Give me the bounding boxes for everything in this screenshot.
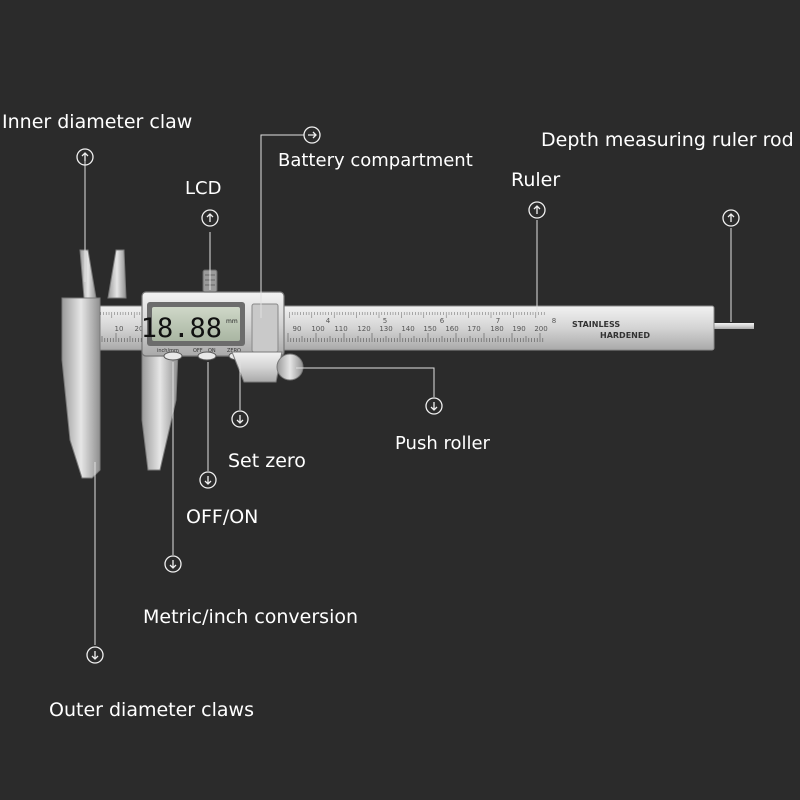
ruler-mm-label: 90: [293, 325, 302, 333]
push-roller[interactable]: [276, 353, 304, 381]
label-off-on: OFF/ON: [186, 506, 259, 528]
ruler-mm-label: 190: [512, 325, 525, 333]
engraving-hardened: HARDENED: [600, 331, 650, 340]
inch-mm-button[interactable]: [163, 351, 183, 361]
ruler-mm-label: 150: [423, 325, 436, 333]
leader-lines: [84, 134, 732, 645]
label-inner-diameter-claw: Inner diameter claw: [2, 111, 193, 133]
arrow-circle-icon: [425, 397, 443, 415]
button-label-off: OFF: [193, 348, 203, 354]
fixed-jaw: [61, 249, 101, 479]
ruler-mm-label: 100: [311, 325, 324, 333]
off-on-button[interactable]: [197, 351, 217, 361]
ruler-mm-label: 130: [379, 325, 392, 333]
arrow-circle-icon: [199, 471, 217, 489]
label-ruler: Ruler: [511, 169, 561, 191]
ruler-mm-label: 120: [357, 325, 370, 333]
label-depth-rod: Depth measuring ruler rod: [541, 129, 794, 151]
button-label-zero: ZERO: [227, 348, 241, 354]
arrow-circle-icon: [86, 646, 104, 664]
arrow-circle-icon: [303, 126, 321, 144]
lcd-unit: mm: [226, 318, 238, 325]
arrow-circle-icon: [231, 410, 249, 428]
button-label-on: ON: [208, 348, 216, 354]
ruler-ticks: [87, 312, 545, 342]
arrow-circle-icon: [722, 209, 740, 227]
ruler-inch-labels: 4 5 6 7 8: [326, 317, 556, 325]
ruler-mm-label: 160: [445, 325, 458, 333]
label-outer-diameter-claws: Outer diameter claws: [49, 699, 254, 721]
label-battery-compartment: Battery compartment: [278, 150, 473, 171]
ruler-inch-label: 8: [552, 317, 556, 325]
ruler-mm-label: 200: [534, 325, 547, 333]
ruler-mm-label: 20: [135, 325, 144, 333]
arrow-circle-icon: [201, 209, 219, 227]
ruler-mm-label: 10: [115, 325, 124, 333]
button-label-inch: inch/mm: [157, 348, 179, 354]
lcd-screen: [152, 307, 240, 341]
ruler-mm-labels: 0102090100110120130140150160170180190200: [96, 325, 548, 333]
label-push-roller: Push roller: [395, 433, 490, 454]
depth-rod: [712, 323, 754, 329]
ruler-inch-label: 4: [326, 317, 331, 325]
ruler-mm-label: 170: [467, 325, 480, 333]
arrow-circle-icon: [528, 201, 546, 219]
lcd-reading: 18.88: [141, 313, 222, 344]
battery-lid: [251, 303, 279, 353]
ruler-mm-label: 110: [334, 325, 347, 333]
arrow-circle-icon: [164, 555, 182, 573]
label-metric-inch: Metric/inch conversion: [143, 606, 359, 628]
ruler-mm-label: 180: [490, 325, 503, 333]
ruler-mm-label: 140: [401, 325, 414, 333]
label-set-zero: Set zero: [228, 450, 306, 472]
label-lcd: LCD: [185, 178, 222, 199]
sliding-jaw: [107, 249, 179, 471]
ruler-inch-label: 5: [383, 317, 387, 325]
ruler-inch-label: 6: [440, 317, 445, 325]
ruler-inch-label: 7: [496, 317, 500, 325]
arrow-circle-icon: [76, 148, 94, 166]
engraving-stainless: STAINLESS: [572, 320, 620, 329]
